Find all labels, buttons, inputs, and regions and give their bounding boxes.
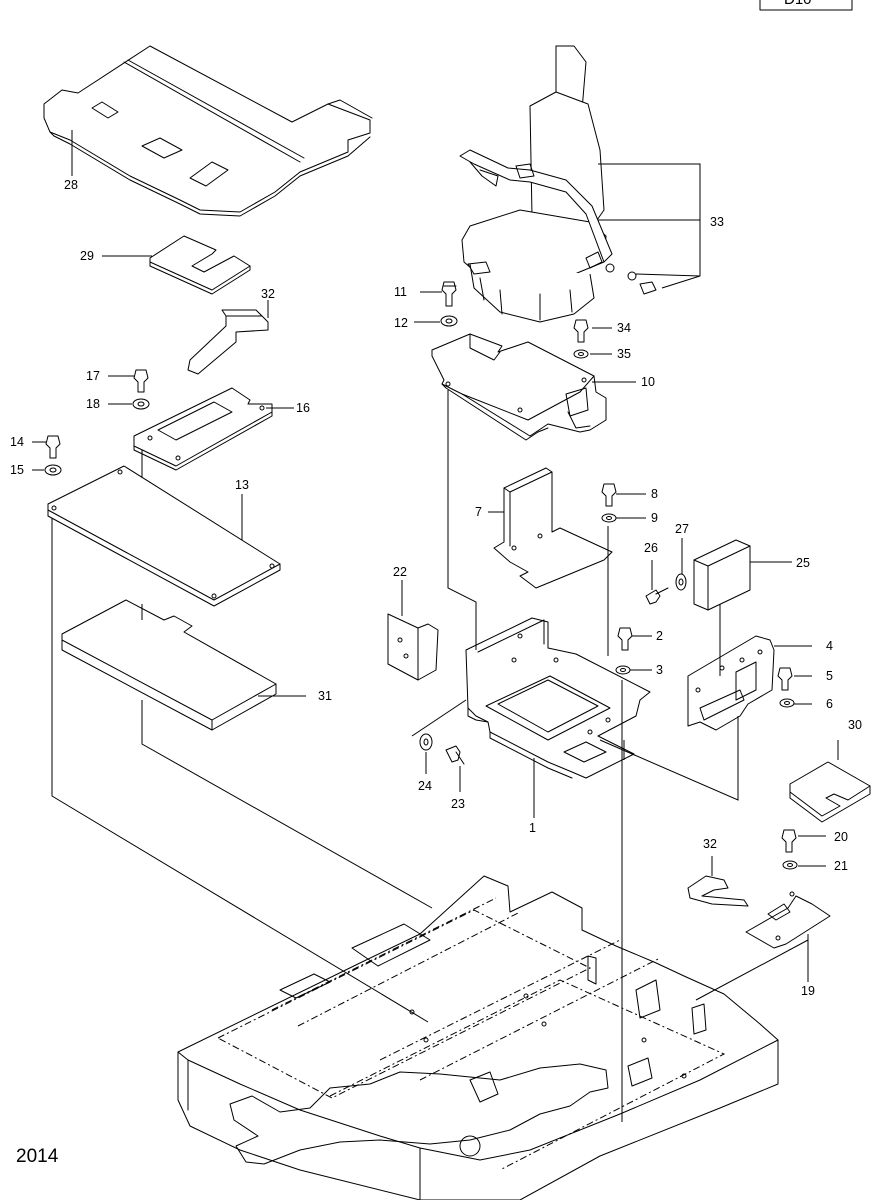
part-30-pad [789,761,871,823]
callout-27: 27 [675,522,689,536]
base-frame [177,875,779,1200]
callout-22: 22 [393,565,407,579]
part-10-mount [431,333,607,441]
part-32-strip-upper [187,309,269,375]
part-19-plate [745,891,831,949]
callout-20: 20 [834,830,848,844]
part-6-washer [779,698,795,708]
part-15-washer [44,464,62,476]
part-20-bolt [781,829,797,853]
part-17-bolt [133,369,149,393]
assembly-lines [51,390,809,1122]
callout-3: 3 [656,663,663,677]
callout-8: 8 [651,487,658,501]
part-26-bolt [645,587,669,605]
callout-11: 11 [394,285,407,299]
section-code-box: D10 [759,0,853,11]
callout-24: 24 [418,779,432,793]
callout-labels: 28 29 32 11 12 33 34 35 10 17 18 16 14 1… [10,178,862,998]
part-9-washer [601,513,617,523]
part-35-washer [573,349,589,359]
part-34-bolt [573,319,589,343]
callout-1: 1 [529,821,536,835]
leader-lines [32,130,839,982]
callout-12: 12 [394,316,408,330]
callout-31: 31 [318,689,332,703]
callout-10: 10 [641,375,655,389]
part-11-bolt [441,281,457,307]
callout-19: 19 [801,984,815,998]
callout-29: 29 [80,249,94,263]
callout-26: 26 [644,541,658,555]
callout-28: 28 [64,178,78,192]
section-code: D10 [784,0,812,8]
callout-7: 7 [475,505,482,519]
part-13-panel [47,465,281,607]
part-8-bolt [601,483,617,507]
callout-13: 13 [235,478,249,492]
part-23-bolt [445,745,465,765]
year-label: 2014 [16,1146,59,1167]
part-7-bracket [493,467,613,589]
part-14-bolt [45,435,61,459]
part-28-floor-mat [43,45,373,217]
callout-9: 9 [651,511,658,525]
part-32-strip-lower [687,875,749,907]
callout-15: 15 [10,463,24,477]
callout-2: 2 [656,629,663,643]
callout-5: 5 [826,669,833,683]
part-27-washer [675,573,687,591]
part-18-washer [132,398,150,410]
part-12-washer [440,315,458,327]
callout-32-upper: 32 [261,287,275,301]
callout-32-lower: 32 [703,837,717,851]
part-31-block [61,599,277,731]
part-25-box [693,539,751,611]
part-4-plate [687,635,775,731]
callout-6: 6 [826,697,833,711]
callout-30: 30 [848,718,862,732]
callout-18: 18 [86,397,100,411]
part-21-washer [782,860,798,870]
part-24-washer [419,733,433,751]
callout-17: 17 [86,369,100,383]
part-2-bolt [617,627,633,651]
callout-34: 34 [617,321,631,335]
part-29-pad [149,235,251,295]
part-3-washer [615,665,631,675]
callout-16: 16 [296,401,310,415]
callout-33: 33 [710,215,724,229]
part-22-bracket [387,613,439,681]
part-1-frame [465,617,651,779]
part-5-bolt [777,667,793,691]
callout-35: 35 [617,347,631,361]
part-16-plate [133,387,273,471]
callout-23: 23 [451,797,465,811]
callout-14: 14 [10,435,24,449]
part-33-seat [459,45,657,323]
callout-4: 4 [826,639,833,653]
callout-25: 25 [796,556,810,570]
callout-21: 21 [834,859,848,873]
